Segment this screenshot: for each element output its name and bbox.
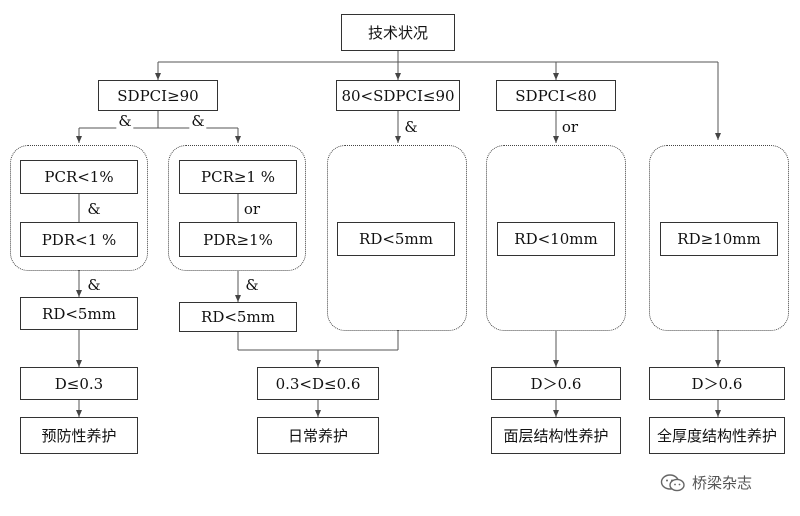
root-node: 技术状况 [341, 14, 455, 51]
pdr-lt-1-node: PDR<1 % [20, 222, 138, 257]
group-sdpci-below-80 [486, 145, 626, 331]
group-sdpci90-low-cracking [10, 145, 148, 271]
group-sdpci80-90 [327, 145, 467, 331]
rd-lt-5-node-3: RD<5mm [337, 222, 455, 256]
sdpci-lt-80-node: SDPCI<80 [496, 80, 616, 111]
and-label-right: & [189, 112, 207, 130]
watermark: 桥梁杂志 [660, 472, 752, 493]
preventive-maintenance-node: 预防性养护 [20, 417, 138, 454]
sdpci-80-90-node: 80<SDPCI≤90 [336, 80, 460, 111]
pcr-ge-1-node: PCR≥1 % [179, 160, 297, 194]
or-label-group2-inner: or [241, 200, 263, 218]
and-label-sdpci80-90: & [402, 118, 420, 136]
d-gt-0-6-node-1: D＞0.6 [491, 367, 621, 400]
rd-lt-10-node: RD<10mm [497, 222, 615, 256]
pcr-lt-1-node: PCR<1% [20, 160, 138, 194]
rd-lt-5-node-2: RD<5mm [179, 302, 297, 332]
watermark-text: 桥梁杂志 [692, 474, 753, 492]
rd-lt-5-node-1: RD<5mm [20, 297, 138, 330]
pdr-ge-1-node: PDR≥1% [179, 222, 297, 257]
rd-ge-10-node: RD≥10mm [660, 222, 778, 256]
group-sdpci90-high-cracking [168, 145, 306, 271]
and-label-left: & [116, 112, 134, 130]
d-gt-0-6-node-2: D＞0.6 [649, 367, 785, 400]
sdpci-ge-90-node: SDPCI≥90 [98, 80, 218, 111]
or-label-sdpci-lt-80: or [559, 118, 581, 136]
d-le-0-3-node: D≤0.3 [20, 367, 138, 400]
and-label-group1-rd: & [85, 276, 103, 294]
wechat-icon [660, 473, 685, 491]
and-label-group1-inner: & [85, 200, 103, 218]
group-rd-over-10 [649, 145, 789, 331]
surface-structural-maintenance-node: 面层结构性养护 [491, 417, 621, 454]
and-label-group2-rd: & [243, 276, 261, 294]
routine-maintenance-node: 日常养护 [257, 417, 379, 454]
full-depth-structural-maintenance-node: 全厚度结构性养护 [649, 417, 785, 454]
d-0-3-to-0-6-node: 0.3<D≤0.6 [257, 367, 379, 400]
